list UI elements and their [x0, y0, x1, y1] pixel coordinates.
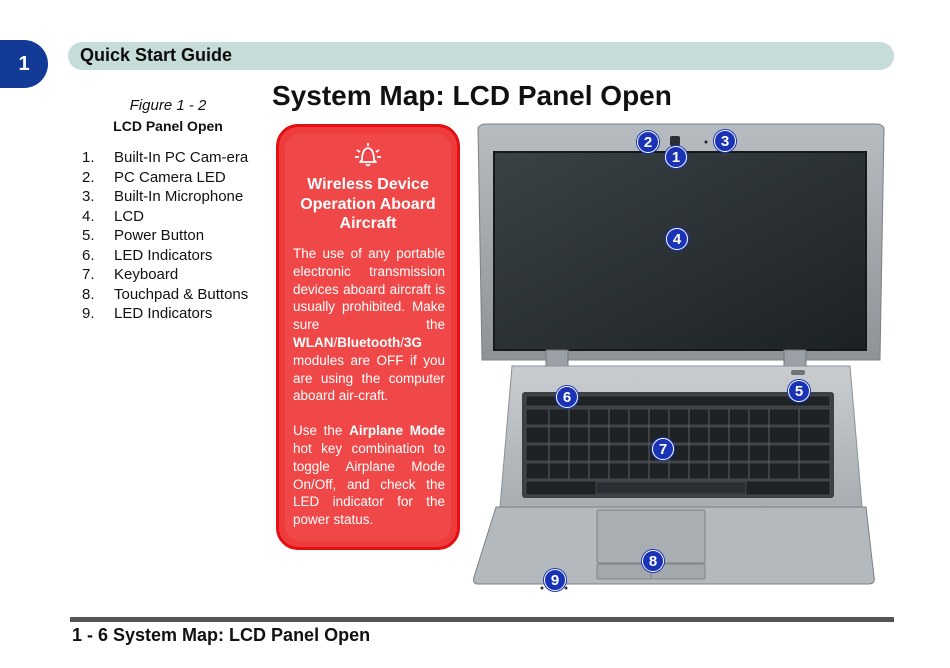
legend-item: 7.Keyboard [82, 266, 179, 283]
chapter-tab: 1 [0, 40, 48, 88]
warning-body: The use of any portable electronic trans… [293, 245, 445, 546]
header-title: Quick Start Guide [80, 45, 233, 65]
callout-1: 1 [665, 146, 687, 168]
figure-caption: Figure 1 - 2 LCD Panel Open [88, 97, 248, 134]
legend-item: 8.Touchpad & Buttons [82, 285, 249, 303]
legend-item: 3.Built-In Microphone [82, 188, 244, 205]
page-title: System Map: LCD Panel Open [272, 80, 672, 111]
footer-rule [70, 617, 894, 622]
callout-6: 6 [556, 386, 578, 408]
footer-page-label: 1 - 6 System Map: LCD Panel Open [72, 625, 371, 645]
legend-item: 2.PC Camera LED [82, 168, 226, 186]
warning-paragraph-1: The use of any portable electronic trans… [293, 246, 445, 404]
callout-7: 7 [652, 438, 674, 460]
header-bar: Quick Start Guide [68, 42, 894, 70]
figure-number: Figure 1 - 2 [129, 97, 207, 114]
callout-2: 2 [637, 131, 659, 153]
legend-item: 5.Power Button [82, 227, 205, 244]
warning-title: Wireless Device Operation Aboard Aircraf… [300, 176, 436, 232]
callout-5: 5 [788, 380, 810, 402]
wireless-warning-box: Wireless Device Operation Aboard Aircraf… [276, 124, 460, 550]
laptop-photo: 1 2 3 4 5 6 7 8 9 [466, 122, 896, 592]
callout-3: 3 [714, 130, 736, 152]
chapter-number: 1 [18, 52, 30, 75]
figure-name: LCD Panel Open [113, 118, 223, 134]
laptop-illustration [473, 123, 885, 590]
callout-9: 9 [544, 569, 566, 591]
airplane-bell-icon [285, 141, 451, 174]
warning-paragraph-2: Use the Airplane Mode hot key combinatio… [293, 423, 445, 528]
callout-4: 4 [666, 228, 688, 250]
component-legend: 1.Built-In PC Cam-era 2.PC Camera LED 3.… [82, 148, 252, 324]
warning-panel: Wireless Device Operation Aboard Aircraf… [285, 133, 451, 541]
legend-item: 6.LED Indicators [82, 246, 213, 264]
legend-item: 9.LED Indicators [82, 305, 213, 322]
legend-item: 4.LCD [82, 207, 145, 225]
legend-item: 1.Built-In PC Cam-era [82, 149, 249, 166]
callout-8: 8 [642, 550, 664, 572]
